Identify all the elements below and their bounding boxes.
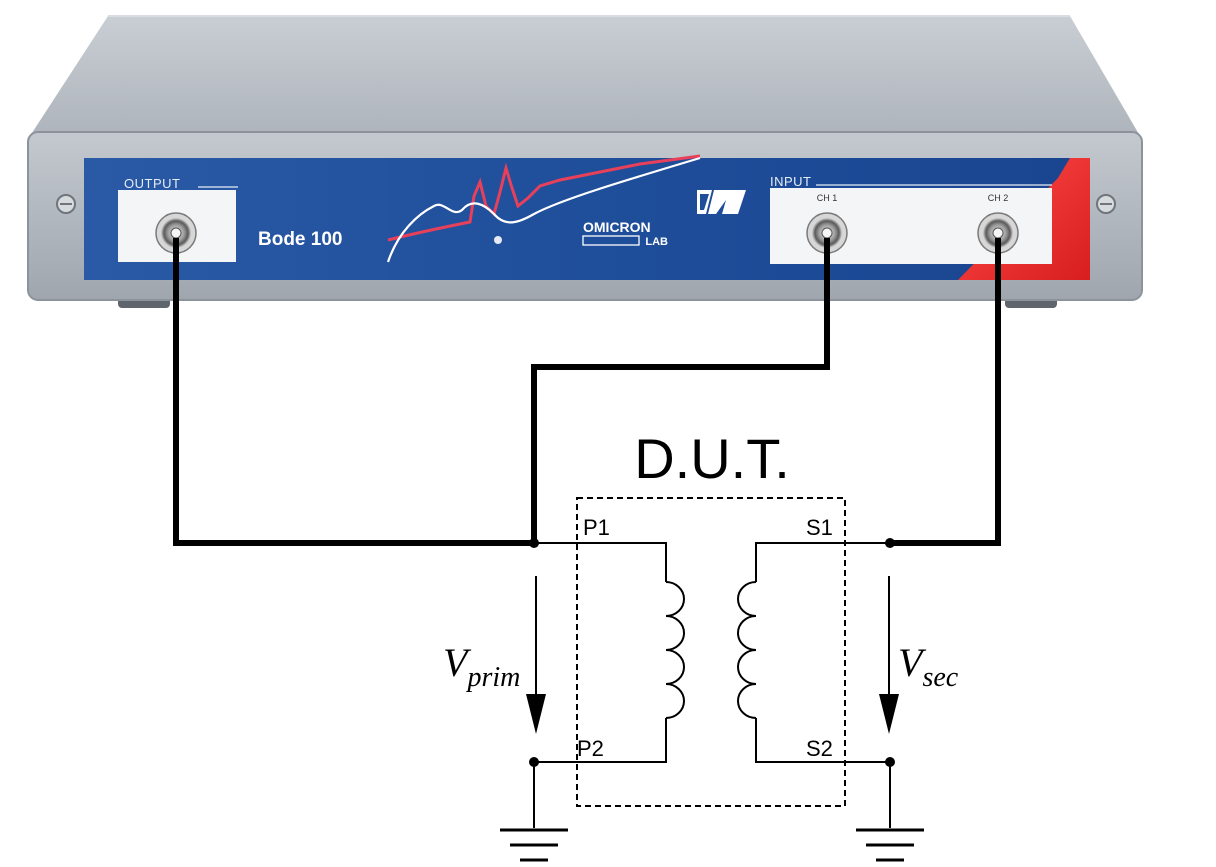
model-name: Bode 100 [258, 229, 342, 250]
device-top-surface [30, 16, 1140, 136]
junction-s1 [885, 538, 895, 548]
brand-name: OMICRON [583, 219, 651, 235]
bode100-device: OUTPUT Bode 100 OMICRON LAB INPU [27, 15, 1143, 308]
output-cable [173, 238, 534, 546]
output-bnc-connector[interactable] [155, 212, 197, 254]
v-prim-label: Vprim [443, 640, 520, 693]
junction-s2 [885, 757, 895, 767]
ch1-label: CH 1 [817, 193, 838, 203]
v-sec-arrow-icon [879, 576, 899, 734]
v-sec-label: Vsec [898, 640, 959, 693]
dut-boundary [576, 497, 846, 807]
brand-sub: LAB [645, 236, 668, 248]
omicron-lab-logo: OMICRON LAB [582, 190, 746, 248]
ch1-cable [531, 238, 830, 543]
brand-sub-frame [582, 235, 640, 246]
primary-wire-top [534, 542, 667, 582]
terminal-p1: P1 [583, 515, 610, 540]
dut-circuit [533, 497, 891, 828]
junction-dots [529, 538, 895, 767]
input-label: INPUT [770, 174, 812, 189]
screw-right-icon [1096, 194, 1116, 214]
dut-title: D.U.T. [634, 427, 790, 490]
secondary-coil-icon [737, 581, 757, 719]
junction-p2 [529, 757, 539, 767]
screw-left-icon [56, 194, 76, 214]
waveform-graphic [386, 154, 701, 263]
terminal-s2: S2 [806, 736, 833, 761]
primary-coil-icon [665, 581, 685, 719]
primary-wire-bottom [534, 718, 667, 763]
terminal-p2: P2 [577, 736, 604, 761]
junction-p1 [529, 538, 539, 548]
secondary-wire-top [755, 542, 890, 582]
ch2-bnc-connector[interactable] [977, 212, 1019, 254]
omicron-logo-icon [697, 190, 746, 214]
output-label: OUTPUT [124, 176, 180, 191]
ground-secondary-icon [856, 828, 924, 862]
ch1-bnc-connector[interactable] [806, 212, 848, 254]
ground-primary-icon [500, 828, 568, 862]
ch2-label: CH 2 [988, 193, 1009, 203]
terminal-s1: S1 [806, 515, 833, 540]
ch2-cable [890, 238, 1001, 546]
secondary-wire-bottom [755, 718, 890, 763]
cables [173, 238, 1001, 546]
v-prim-arrow-icon [526, 576, 546, 734]
